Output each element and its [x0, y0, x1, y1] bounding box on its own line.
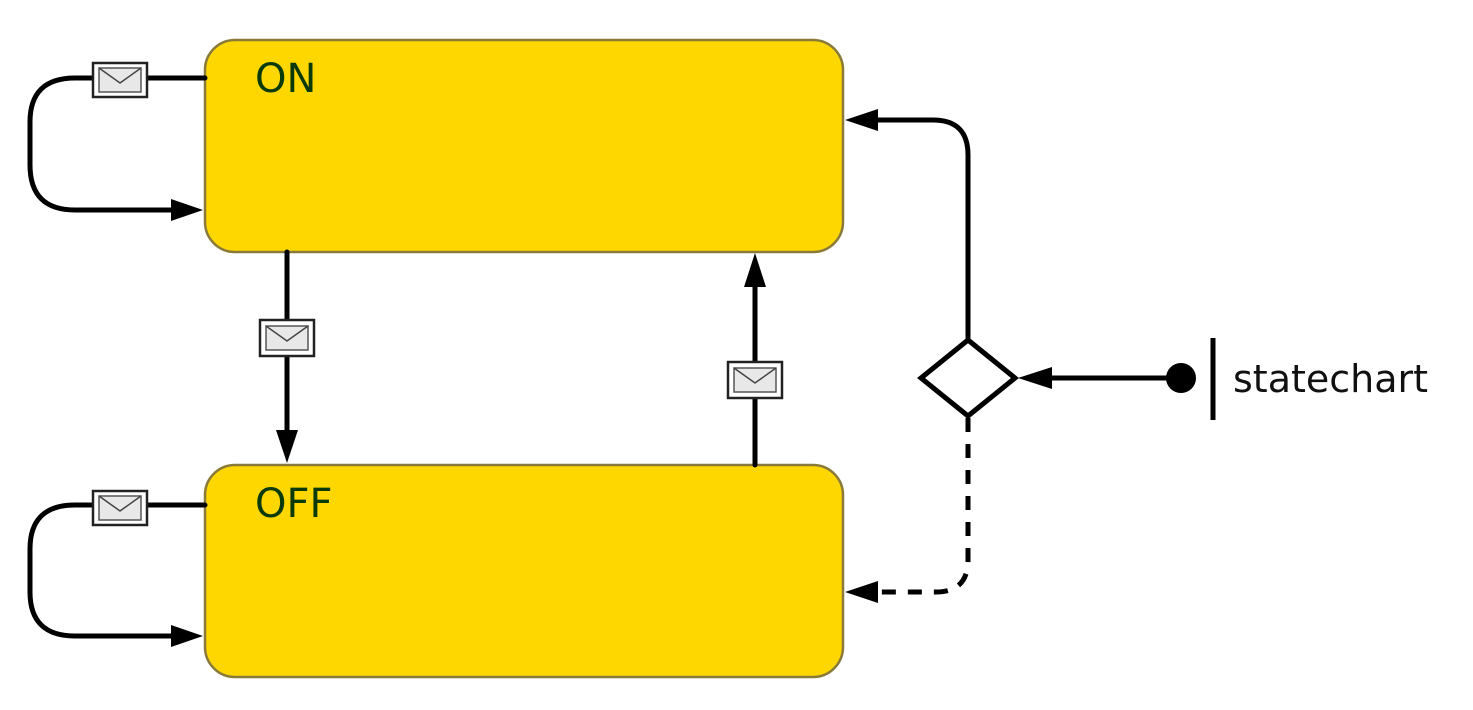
envelope-icon[interactable]: [258, 318, 316, 358]
branch-diamond[interactable]: [917, 336, 1019, 420]
envelope-icon[interactable]: [726, 360, 784, 400]
transition-entry-to-branch[interactable]: [1018, 367, 1183, 389]
transition-on-to-off[interactable]: [276, 249, 298, 463]
envelope-icon[interactable]: [91, 61, 149, 99]
transition-on-self-loop[interactable]: [27, 75, 208, 221]
transition-branch-to-off-default[interactable]: [845, 418, 971, 603]
transition-branch-to-on[interactable]: [845, 109, 971, 343]
state-on[interactable]: ON: [203, 38, 845, 254]
state-on-label: ON: [255, 56, 316, 102]
entry-point-dot[interactable]: [1166, 363, 1196, 393]
statechart-label: statechart: [1233, 357, 1428, 401]
state-off-label: OFF: [255, 481, 333, 527]
envelope-icon[interactable]: [91, 489, 149, 527]
state-off[interactable]: OFF: [203, 463, 845, 679]
transition-off-to-on[interactable]: [744, 253, 766, 468]
transition-off-self-loop[interactable]: [27, 502, 208, 647]
